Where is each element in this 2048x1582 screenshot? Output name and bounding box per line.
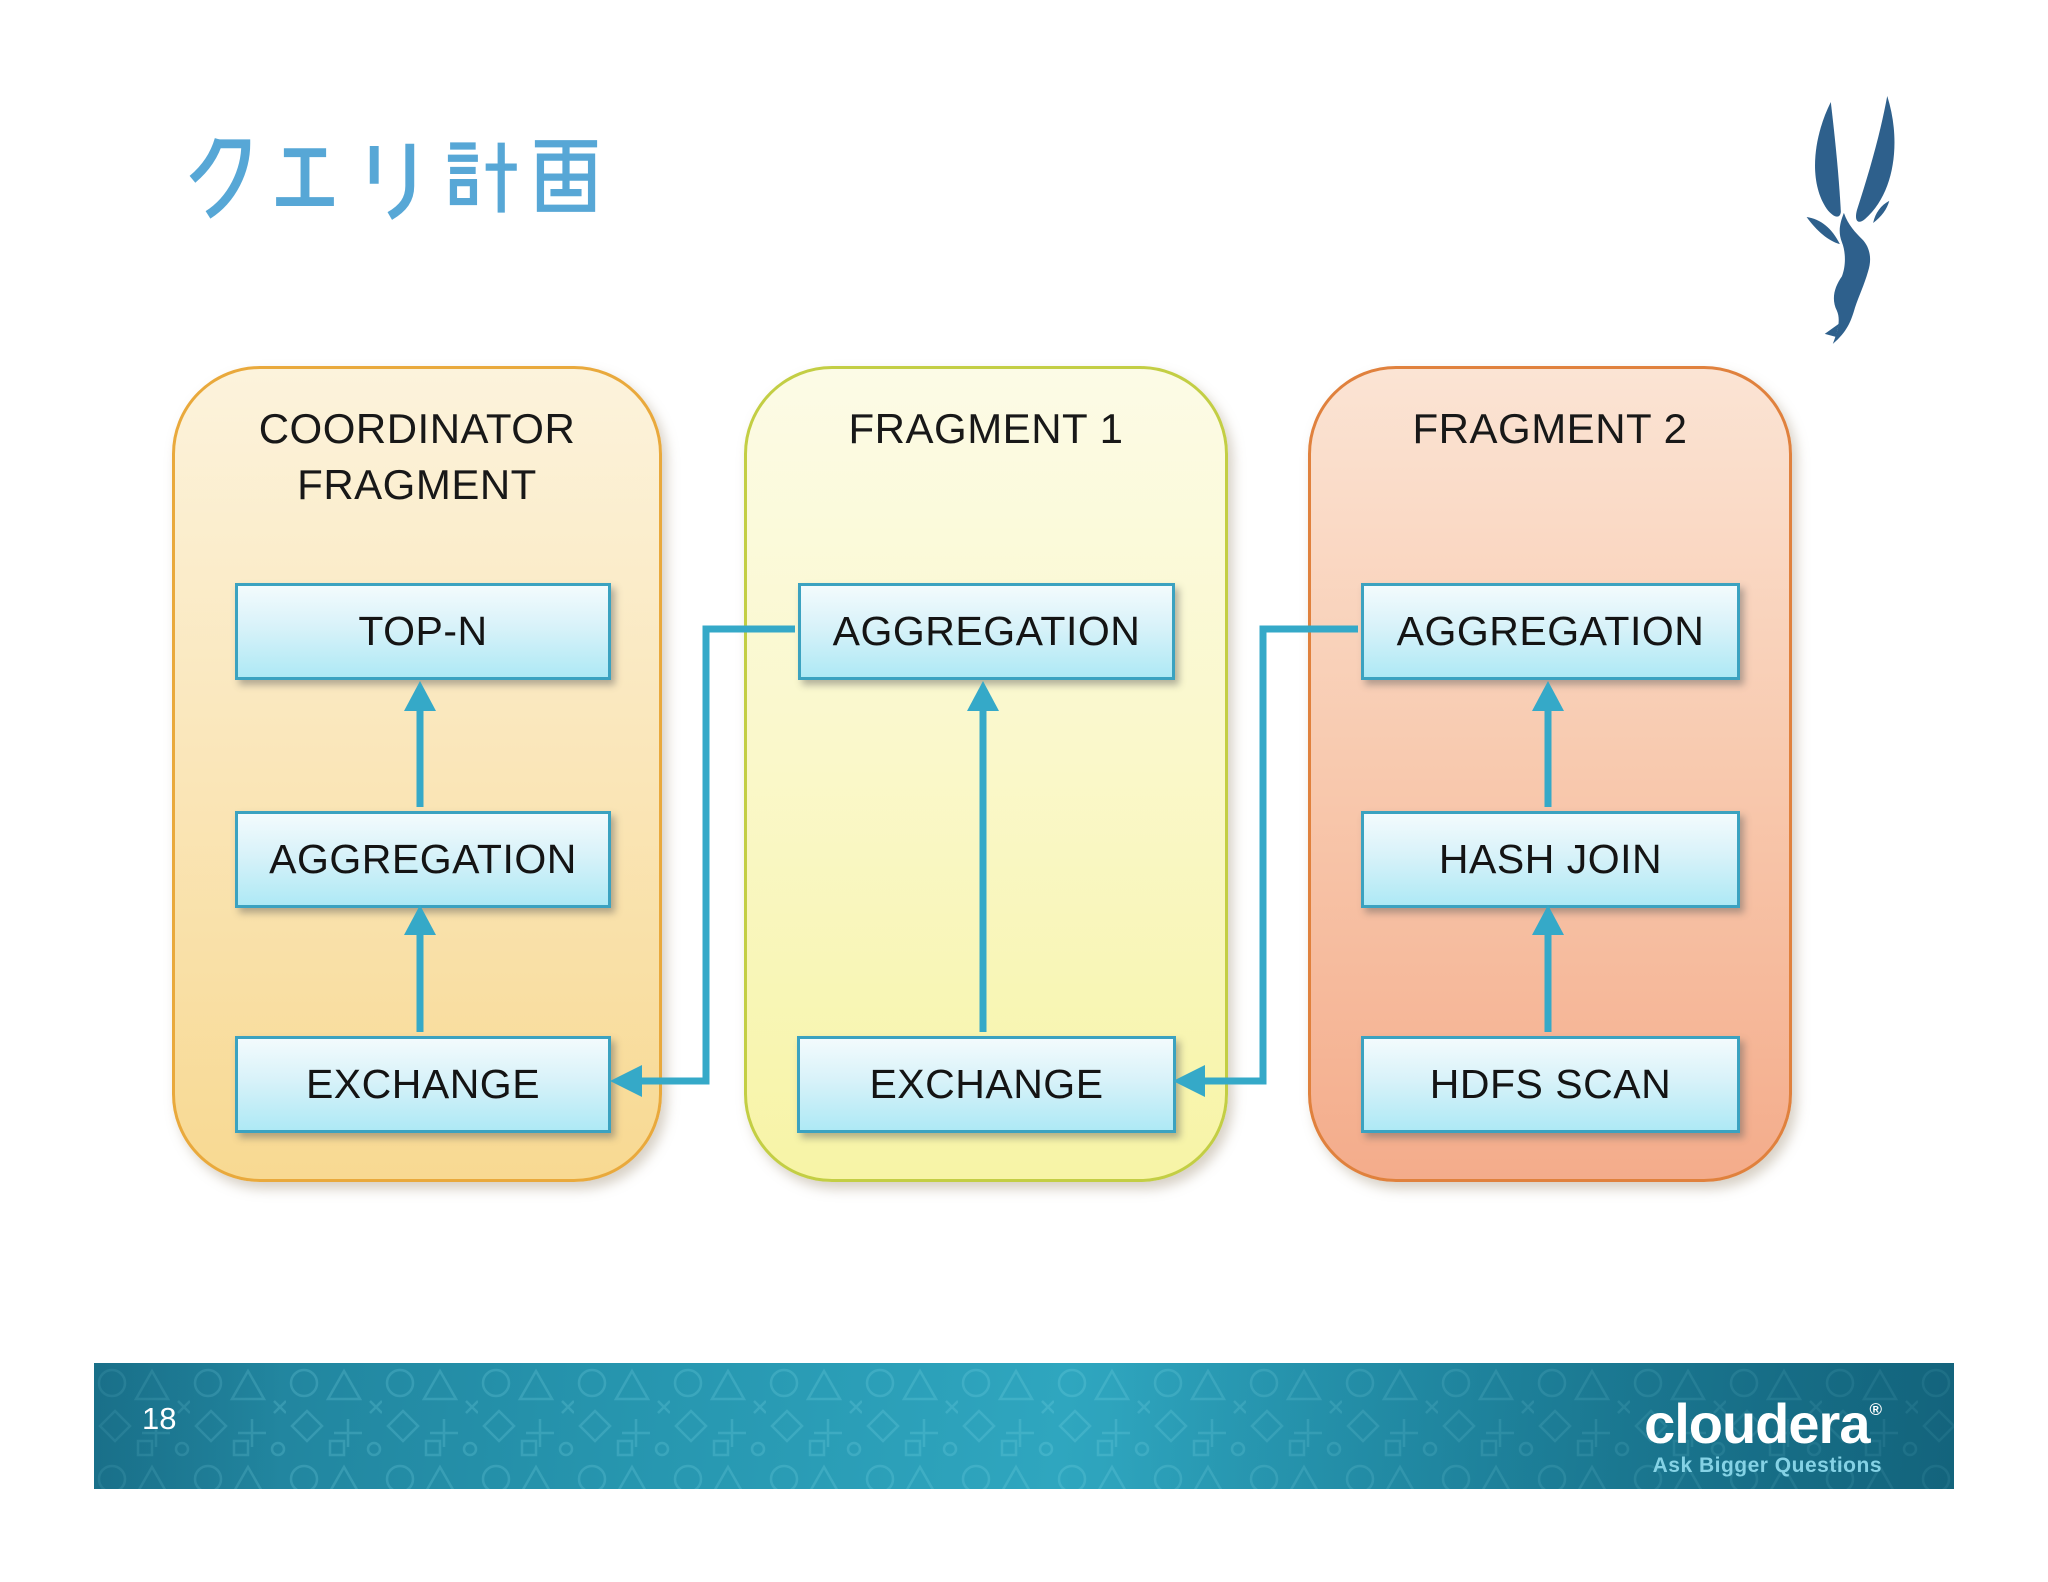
title-glyph-kei: [447, 142, 517, 213]
title-glyph-ri: [369, 143, 415, 220]
node-hdfs-scan: HDFS SCAN: [1361, 1036, 1740, 1133]
banner-shade: [94, 1363, 1954, 1489]
node-fragment1-aggregation: AGGREGATION: [798, 583, 1175, 680]
node-top-n: TOP-N: [235, 583, 611, 680]
page-title: [178, 132, 606, 228]
node-fragment2-aggregation: AGGREGATION: [1361, 583, 1740, 680]
title-glyph-ga: [534, 140, 598, 212]
cloudera-brand: cloudera®: [1644, 1381, 1882, 1453]
node-coordinator-aggregation: AGGREGATION: [235, 811, 611, 908]
title-glyph-e: [276, 148, 334, 206]
footer-banner: 18 cloudera® Ask Bigger Questions: [94, 1363, 1954, 1489]
registered-mark: ®: [1869, 1400, 1882, 1419]
page-number: 18: [142, 1401, 177, 1436]
node-coordinator-exchange: EXCHANGE: [235, 1036, 611, 1133]
node-fragment1-exchange: EXCHANGE: [797, 1036, 1176, 1133]
panel-title: FRAGMENT 1: [848, 405, 1124, 452]
panel-title: FRAGMENT 2: [1412, 405, 1688, 452]
impala-logo-icon: [1806, 96, 1895, 344]
panel-coordinator-fragment: COORDINATOR FRAGMENT TOP-N AGGREGATION E…: [172, 366, 662, 1182]
node-hash-join: HASH JOIN: [1361, 811, 1740, 908]
cloudera-logo: cloudera® Ask Bigger Questions: [1644, 1381, 1882, 1478]
panel-fragment-1: FRAGMENT 1 AGGREGATION EXCHANGE: [744, 366, 1228, 1182]
title-glyph-ku: [189, 137, 251, 219]
cloudera-tagline: Ask Bigger Questions: [1652, 1454, 1882, 1477]
cloudera-brand-text: cloudera: [1644, 1392, 1870, 1455]
panel-title: COORDINATOR FRAGMENT: [258, 405, 576, 508]
panel-fragment-2: FRAGMENT 2 AGGREGATION HASH JOIN HDFS SC…: [1308, 366, 1792, 1182]
